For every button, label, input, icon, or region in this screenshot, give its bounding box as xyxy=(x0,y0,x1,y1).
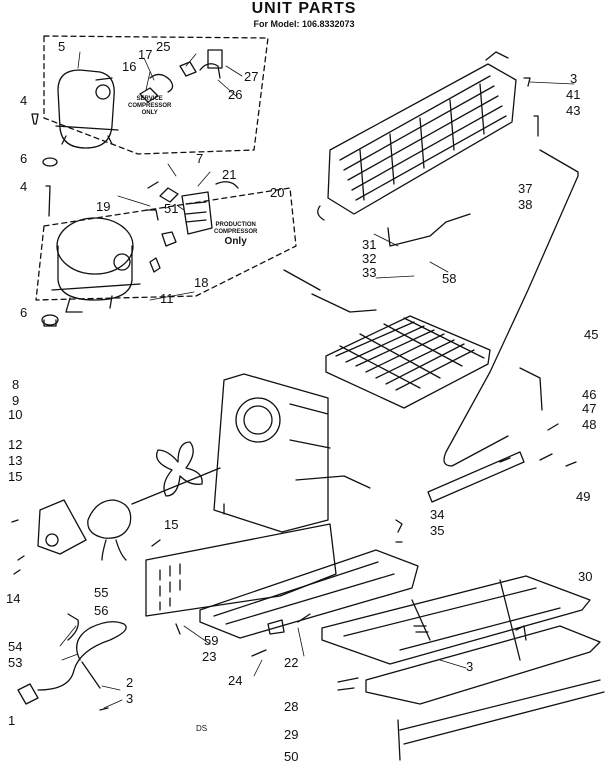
part-label: 53 xyxy=(8,655,23,670)
part-label: 45 xyxy=(584,327,599,342)
drier-tubing xyxy=(283,213,471,313)
part-label: 15 xyxy=(8,469,23,484)
part-label: 50 xyxy=(284,749,299,764)
production-note-line1: PRODUCTION xyxy=(215,222,256,228)
bracket-bar-icon xyxy=(427,451,525,503)
part-label: 14 xyxy=(6,591,21,606)
part-label: 23 xyxy=(202,649,217,664)
drain-pan-icon xyxy=(199,549,419,639)
part-label: 34 xyxy=(430,507,445,522)
fan-motor-icon xyxy=(37,467,221,561)
part-label: 48 xyxy=(582,417,597,432)
production-compressor-icon xyxy=(51,217,141,313)
grommet-icon xyxy=(41,157,59,327)
part-label: 6 xyxy=(20,151,28,166)
part-label: 37 xyxy=(518,181,533,196)
part-label: 4 xyxy=(20,179,28,194)
part-label: 25 xyxy=(156,39,171,54)
production-compressor-note: PRODUCTION COMPRESSOR Only xyxy=(214,222,257,248)
part-label: 4 xyxy=(20,93,28,108)
model-number: For Model: 106.8332073 xyxy=(253,19,355,29)
part-label: 11 xyxy=(160,291,174,306)
part-label: 29 xyxy=(284,727,299,742)
part-label: 8 xyxy=(12,377,20,392)
screw-icon xyxy=(31,77,539,217)
part-label: 46 xyxy=(582,387,597,402)
service-note-line3: ONLY xyxy=(141,110,158,116)
cabinet-panel-icon xyxy=(213,373,371,533)
part-label: 26 xyxy=(228,87,243,102)
part-label: 7 xyxy=(196,151,204,166)
part-label: 19 xyxy=(96,199,111,214)
part-label: 5 xyxy=(58,39,66,54)
part-label: 10 xyxy=(8,407,23,422)
base-frame-icon xyxy=(321,575,605,761)
part-label: 27 xyxy=(244,69,259,84)
drawing-code: DS xyxy=(196,724,208,733)
part-label: 32 xyxy=(362,251,377,266)
leader-lines xyxy=(59,51,575,709)
part-label: 41 xyxy=(566,87,581,102)
part-label: 2 xyxy=(126,675,134,690)
part-label: 28 xyxy=(284,699,299,714)
part-label: 17 xyxy=(138,47,153,62)
part-label: 43 xyxy=(566,103,581,118)
evaporator-coil-icon xyxy=(325,315,491,409)
hardware-icon xyxy=(11,423,577,711)
service-compressor-note: SERVICE COMPRESSOR ONLY xyxy=(128,96,171,117)
part-label: 33 xyxy=(362,265,377,280)
condenser-coil-icon xyxy=(317,51,517,221)
part-label: 21 xyxy=(222,167,237,182)
part-label: 47 xyxy=(582,401,597,416)
part-label: 3 xyxy=(570,71,578,86)
part-label: 12 xyxy=(8,437,23,452)
part-label: 59 xyxy=(204,633,219,648)
service-electrical-parts-icon xyxy=(139,49,223,103)
part-label: 31 xyxy=(362,237,377,252)
part-label: 58 xyxy=(442,271,457,286)
part-label: 6 xyxy=(20,305,28,320)
power-cord-icon xyxy=(17,613,127,705)
part-label: 20 xyxy=(270,185,285,200)
part-label: 51 xyxy=(164,201,179,216)
fan-blade-icon xyxy=(155,441,203,497)
part-label: 1 xyxy=(8,713,16,728)
part-label: 22 xyxy=(284,655,299,670)
part-label: 16 xyxy=(122,59,137,74)
part-label: 3 xyxy=(126,691,134,706)
service-compressor-outline xyxy=(43,35,269,155)
service-compressor-icon xyxy=(55,69,119,149)
refrigerant-tubing xyxy=(443,149,579,467)
part-label: 38 xyxy=(518,197,533,212)
part-label: 35 xyxy=(430,523,445,538)
part-label: 54 xyxy=(8,639,23,654)
part-label: 18 xyxy=(194,275,209,290)
part-label: 30 xyxy=(578,569,593,584)
part-label: 15 xyxy=(164,517,179,532)
production-electrical-parts-icon xyxy=(145,181,239,273)
louver-grille-icon xyxy=(145,523,337,617)
part-label: 55 xyxy=(94,585,109,600)
part-label: 49 xyxy=(576,489,591,504)
part-label: 56 xyxy=(94,603,109,618)
production-note-line3: Only xyxy=(224,236,247,247)
production-compressor-outline xyxy=(35,187,297,301)
part-label: 9 xyxy=(12,393,20,408)
service-note-line1: SERVICE xyxy=(136,96,163,102)
service-note-line2: COMPRESSOR xyxy=(128,103,172,109)
part-label: 3 xyxy=(466,659,474,674)
part-label: 13 xyxy=(8,453,23,468)
diagram-title: UNIT PARTS xyxy=(251,0,357,17)
production-note-line2: COMPRESSOR xyxy=(214,229,258,235)
part-label: 24 xyxy=(228,673,243,688)
